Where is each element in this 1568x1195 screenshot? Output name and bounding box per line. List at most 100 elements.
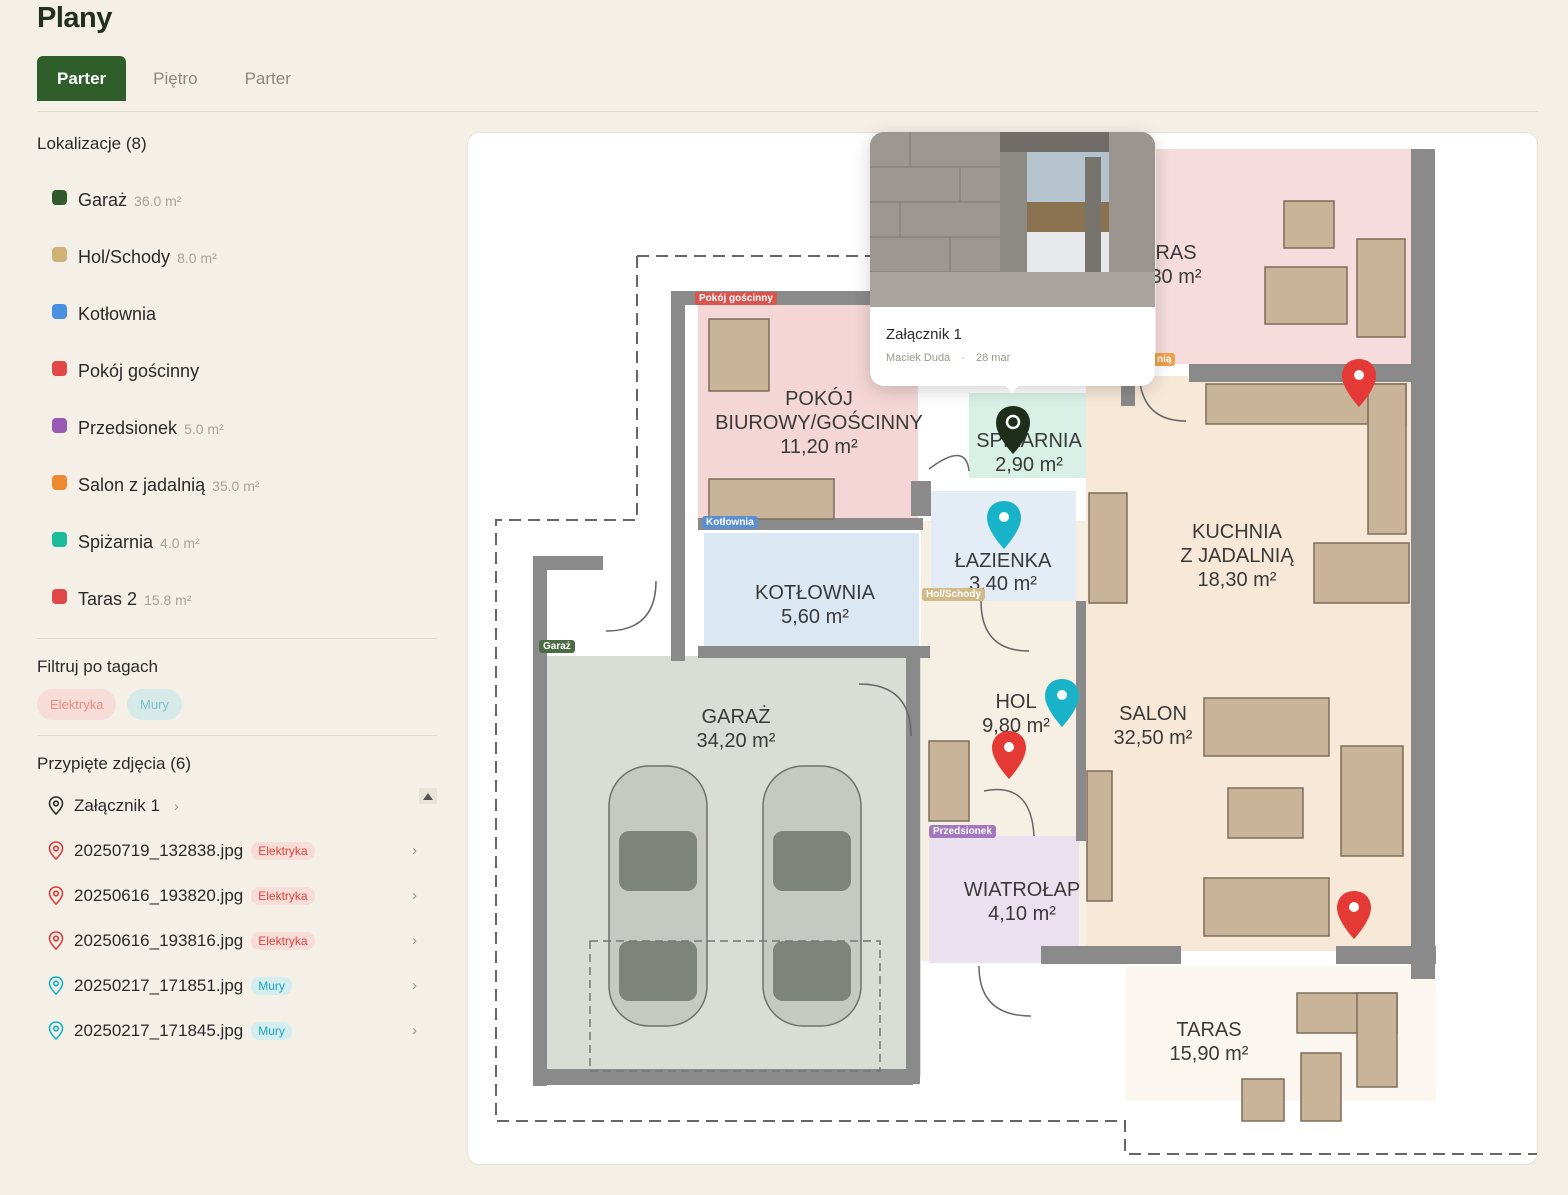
photo-popup[interactable]: Załącznik 1 Maciek Duda · 28 mar	[870, 132, 1155, 393]
location-item-pokoj-goscinny[interactable]: Pokój gościnny	[52, 356, 206, 386]
location-item-garaz[interactable]: Garaż 36.0 m²	[52, 185, 182, 215]
location-color-dot	[52, 474, 67, 490]
tab-parter[interactable]: Parter	[37, 56, 127, 101]
popup-separator: ·	[961, 352, 965, 364]
chevron-right-icon: ›	[173, 798, 179, 814]
location-color-dot	[52, 588, 67, 604]
room-label: WIATROŁAP	[964, 879, 1080, 901]
photo-thumbnail[interactable]	[870, 132, 1155, 307]
location-color-dot	[52, 246, 67, 262]
map-pin-icon	[48, 976, 64, 996]
map-pin-icon	[48, 931, 64, 951]
tab-pietro[interactable]: Piętro	[153, 68, 198, 88]
sidebar-divider	[37, 638, 437, 639]
chevron-right-icon: ›	[412, 842, 417, 859]
popup-author: Maciek Duda	[886, 352, 951, 364]
room-tag-kotlownia[interactable]: Kotłownia	[702, 516, 758, 529]
room-label: KUCHNIA	[1192, 521, 1283, 543]
room-label: POKÓJ	[785, 387, 853, 410]
collapse-button[interactable]	[419, 788, 437, 804]
location-name: Pokój gościnny	[78, 360, 200, 381]
map-pin-mury[interactable]	[1043, 677, 1081, 729]
chevron-right-icon: ›	[412, 977, 417, 994]
chevron-right-icon: ›	[412, 887, 417, 904]
location-name: Garaż	[78, 189, 128, 210]
location-item-przedsionek[interactable]: Przedsionek 5.0 m²	[52, 413, 224, 443]
room-label: 9,80 m²	[982, 715, 1050, 737]
plan-tabs: Parter Piętro Parter	[37, 56, 318, 101]
location-item-hol-schody[interactable]: Hol/Schody 8.0 m²	[52, 242, 217, 272]
photo-name: 20250719_132838.jpg	[74, 841, 244, 860]
room-tag-pokoj-goscinny[interactable]: Pokój gościnny	[695, 292, 777, 305]
map-pin-icon	[48, 886, 64, 906]
tabs-divider	[37, 111, 1538, 112]
location-item-taras-2[interactable]: Taras 2 15.8 m²	[52, 584, 192, 614]
triangle-up-icon	[423, 792, 433, 800]
tab-parter-2[interactable]: Parter	[244, 68, 291, 88]
photo-name: 20250217_171845.jpg	[74, 1021, 244, 1040]
pinned-photo-row[interactable]: 20250616_193816.jpg Elektryka ›	[47, 927, 427, 955]
location-area: 5.0 m²	[184, 421, 224, 437]
location-area: 15.8 m²	[144, 592, 192, 608]
page-title: Plany	[37, 2, 112, 34]
location-color-dot	[52, 189, 67, 205]
sidebar-divider	[37, 735, 437, 736]
photo-name: 20250616_193820.jpg	[74, 886, 244, 905]
chevron-right-icon: ›	[412, 1022, 417, 1039]
room-label: GARAŻ	[702, 705, 771, 728]
photo-tag: Mury	[251, 977, 292, 995]
location-color-dot	[52, 531, 67, 547]
popup-meta: Maciek Duda · 28 mar	[886, 352, 1010, 364]
room-label: 5,60 m²	[781, 606, 849, 628]
room-label: 3,40 m²	[969, 573, 1037, 595]
map-pin-mury[interactable]	[985, 499, 1023, 551]
locations-title: Lokalizacje (8)	[37, 134, 147, 153]
location-color-dot	[52, 417, 67, 433]
map-pin-elektryka[interactable]	[1340, 357, 1378, 409]
room-tag-przedsionek[interactable]: Przedsionek	[929, 825, 996, 838]
room-label: 2,90 m²	[995, 454, 1063, 476]
pinned-photo-row[interactable]: 20250616_193820.jpg Elektryka ›	[47, 882, 427, 910]
location-name: Salon z jadalnią	[78, 474, 206, 495]
chevron-right-icon: ›	[412, 932, 417, 949]
construction-photo	[870, 132, 1155, 307]
location-color-dot	[52, 303, 67, 319]
tag-filter-elektryka[interactable]: Elektryka	[37, 689, 117, 720]
location-item-kotlownia[interactable]: Kotłownia	[52, 299, 163, 329]
photo-name: Załącznik 1	[74, 796, 160, 815]
room-label: KOTŁOWNIA	[755, 582, 876, 604]
pinned-photo-row[interactable]: 20250719_132838.jpg Elektryka ›	[47, 837, 427, 865]
map-pin-icon	[48, 796, 64, 816]
map-pin-zalacznik-1[interactable]	[994, 404, 1032, 456]
room-label: 15,90 m²	[1170, 1043, 1249, 1065]
location-item-salon[interactable]: Salon z jadalnią 35.0 m²	[52, 470, 260, 500]
pinned-photo-row[interactable]: 20250217_171845.jpg Mury ›	[47, 1017, 427, 1045]
room-label: ŁAZIENKA	[955, 550, 1052, 572]
map-pin-elektryka[interactable]	[1335, 889, 1373, 941]
location-name: Kotłownia	[78, 303, 157, 324]
popup-title: Załącznik 1	[886, 326, 962, 343]
room-label: RAS	[1155, 242, 1196, 264]
room-label: Z JADALNIĄ	[1180, 545, 1294, 567]
pinned-photos-title: Przypięte zdjęcia (6)	[37, 754, 192, 773]
location-item-spizarnia[interactable]: Spiżarnia 4.0 m²	[52, 527, 200, 557]
photo-tag: Elektryka	[251, 932, 315, 950]
photo-tag: Elektryka	[251, 842, 315, 860]
room-tag-salon[interactable]: nią	[1153, 353, 1176, 366]
pinned-photo-row[interactable]: Załącznik 1 ›	[47, 792, 427, 820]
room-label: 34,20 m²	[697, 730, 776, 752]
room-label: 32,50 m²	[1114, 727, 1193, 749]
location-area: 4.0 m²	[160, 535, 200, 551]
location-area: 36.0 m²	[134, 193, 182, 209]
location-name: Taras 2	[78, 588, 138, 609]
room-label: 18,30 m²	[1198, 569, 1277, 591]
pinned-photo-row[interactable]: 20250217_171851.jpg Mury ›	[47, 972, 427, 1000]
room-label: 4,10 m²	[988, 903, 1056, 925]
floor-plan-drawing: POKÓJ BIUROWY/GOŚCINNY 11,20 m² SPIŻARNI…	[495, 149, 1537, 1155]
tag-filter-mury[interactable]: Mury	[127, 689, 182, 720]
map-pin-elektryka[interactable]	[990, 729, 1028, 781]
room-tag-hol-schody[interactable]: Hol/Schody	[922, 588, 986, 601]
location-area: 8.0 m²	[177, 250, 217, 266]
tag-filter-title: Filtruj po tagach	[37, 657, 158, 676]
room-tag-garaz[interactable]: Garaż	[539, 640, 575, 653]
